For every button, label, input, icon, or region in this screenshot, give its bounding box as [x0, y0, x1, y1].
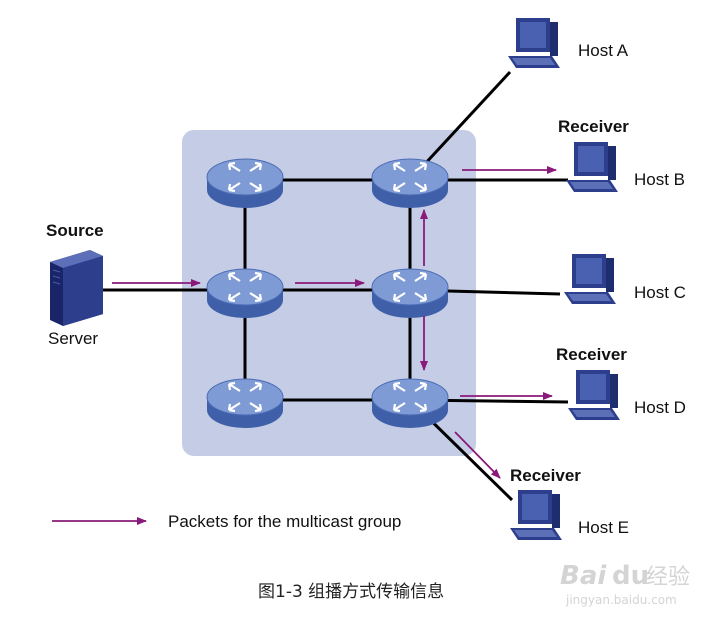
- network-area: [182, 130, 476, 456]
- computer-icon: [564, 254, 616, 304]
- receiver-e-label: Receiver: [510, 466, 581, 485]
- router-icon: [205, 157, 285, 210]
- svg-text:du: du: [612, 561, 649, 591]
- legend-text: Packets for the multicast group: [168, 512, 401, 531]
- server-icon: [50, 250, 103, 326]
- router-icon: [205, 267, 285, 320]
- computer-icon: [568, 370, 620, 420]
- host-a-label: Host A: [578, 41, 629, 60]
- computer-icon: [510, 490, 562, 540]
- svg-text:Bai: Bai: [560, 561, 607, 591]
- host-c-label: Host C: [634, 283, 686, 302]
- host-e-label: Host E: [578, 518, 629, 537]
- router-icon: [370, 377, 450, 430]
- svg-text:经验: 经验: [646, 565, 690, 590]
- host-b-label: Host B: [634, 170, 685, 189]
- server-label: Server: [48, 329, 98, 348]
- router-icon: [370, 267, 450, 320]
- receiver-b-label: Receiver: [558, 117, 629, 136]
- computer-icon: [508, 18, 560, 68]
- figure-caption: 图1-3 组播方式传输信息: [258, 582, 444, 602]
- host-d-label: Host D: [634, 398, 686, 417]
- router-icon: [205, 377, 285, 430]
- svg-text:jingyan.baidu.com: jingyan.baidu.com: [565, 593, 677, 607]
- receiver-d-label: Receiver: [556, 345, 627, 364]
- router-icon: [370, 157, 450, 210]
- computer-icon: [566, 142, 618, 192]
- multicast-arrows: [112, 166, 557, 479]
- baidu-watermark: Bai du 经验 jingyan.baidu.com: [560, 561, 690, 607]
- source-label: Source: [46, 221, 104, 240]
